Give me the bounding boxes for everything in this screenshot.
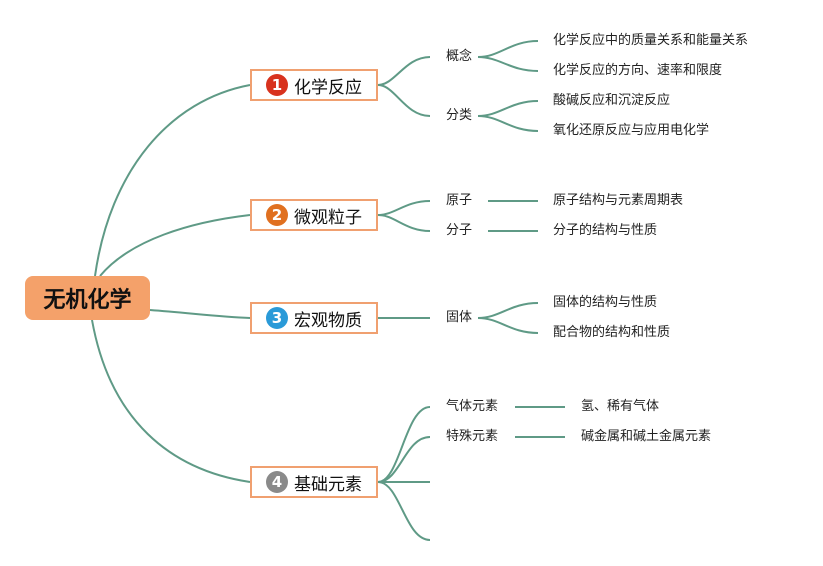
leaf-jianjinshu[interactable]: 碱金属和碱土金属元素 (581, 429, 712, 444)
node-fenzi[interactable]: 分子 (446, 223, 473, 238)
connector-b2-fenzi (377, 214, 431, 232)
leaf-fenzi-jiegou[interactable]: 分子的结构与性质 (553, 223, 658, 238)
connector-guti-2 (477, 317, 539, 334)
number-badge-1: 1 (266, 74, 288, 96)
leaf-fangxiang-sulv[interactable]: 化学反应的方向、速率和限度 (553, 63, 723, 78)
branch-label-1: 化学反应 (294, 77, 362, 98)
connector-root-branch2 (99, 214, 251, 277)
connector-gainian-2 (477, 56, 539, 72)
node-yuanzi[interactable]: 原子 (446, 193, 473, 208)
branch-label-2: 微观粒子 (294, 207, 362, 228)
branch-node-1[interactable]: 1 化学反应 (250, 69, 378, 101)
branch-node-3[interactable]: 3 宏观物质 (250, 302, 378, 334)
root-node[interactable]: 无机化学 (25, 276, 150, 320)
connector-gainian-1 (477, 40, 539, 58)
leaf-yanghua-huanyuan[interactable]: 氧化还原反应与应用电化学 (553, 123, 710, 138)
leaf-zhiliang-nengliang[interactable]: 化学反应中的质量关系和能量关系 (553, 33, 749, 48)
node-guti[interactable]: 固体 (446, 310, 473, 325)
number-badge-3: 3 (266, 307, 288, 329)
leaf-yuanzi-jiegou[interactable]: 原子结构与元素周期表 (553, 193, 684, 208)
branch-node-2[interactable]: 2 微观粒子 (250, 199, 378, 231)
branch-node-4[interactable]: 4 基础元素 (250, 466, 378, 498)
number-badge-4: 4 (266, 471, 288, 493)
node-gainian[interactable]: 概念 (446, 49, 473, 64)
connector-root-branch1 (94, 84, 251, 277)
connector-root-branch3 (149, 309, 251, 319)
node-teshu-yuansu[interactable]: 特殊元素 (446, 429, 499, 444)
connector-fenlei-2 (477, 115, 539, 132)
node-fenlei[interactable]: 分类 (446, 108, 473, 123)
number-badge-2: 2 (266, 204, 288, 226)
leaf-suanjian-chendian[interactable]: 酸碱反应和沉淀反应 (553, 93, 671, 108)
connector-root-branch4 (91, 319, 251, 483)
connector-b4-qiti (377, 406, 431, 483)
connector-guti-1 (477, 302, 539, 319)
leaf-guti-jiegou[interactable]: 固体的结构与性质 (553, 295, 658, 310)
leaf-peihewu[interactable]: 配合物的结构和性质 (553, 325, 671, 340)
node-qiti-yuansu[interactable]: 气体元素 (446, 399, 499, 414)
connector-b1-gainian (377, 56, 431, 86)
connector-b4-blank2 (377, 481, 431, 541)
connector-b4-teshu (377, 436, 431, 483)
connector-b2-yuanzi (377, 200, 431, 216)
connector-fenlei-1 (477, 100, 539, 117)
branch-label-3: 宏观物质 (294, 310, 362, 331)
connector-b1-fenlei (377, 84, 431, 117)
leaf-qing-xiyou[interactable]: 氢、稀有气体 (581, 399, 660, 414)
branch-label-4: 基础元素 (294, 474, 362, 495)
